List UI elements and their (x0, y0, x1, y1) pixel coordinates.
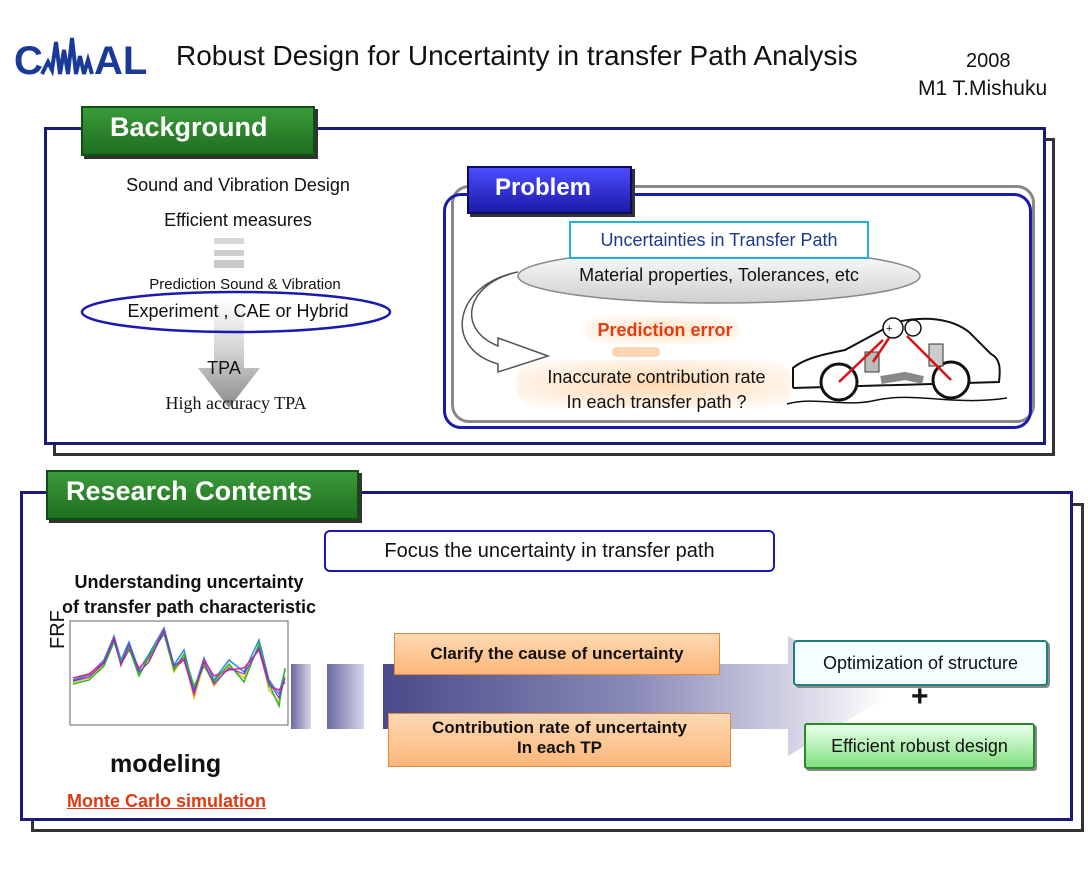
logo-waveform (40, 37, 94, 77)
focus-box: Focus the uncertainty in transfer path (324, 530, 775, 572)
contribution-rate-box: Contribution rate of uncertainty In each… (388, 713, 731, 767)
understanding-line1: Understanding uncertainty (74, 572, 304, 592)
logo-letters-al: AL (94, 39, 147, 83)
background-tab: Background (81, 106, 315, 156)
inaccurate-line2: In each transfer path ? (566, 392, 747, 412)
modeling-label: modeling (110, 750, 222, 778)
problem-tab: Problem (467, 166, 632, 214)
materials-text: Material properties, Tolerances, etc (579, 265, 859, 285)
methods-ellipse (80, 290, 392, 334)
page-title: Robust Design for Uncertainty in transfe… (176, 40, 858, 71)
contribution-line1: Contribution rate of uncertainty (432, 718, 687, 737)
inaccurate-glow (516, 360, 792, 408)
year-label: 2008 (966, 50, 1011, 72)
camal-logo: C AL (14, 37, 147, 83)
car-illustration: + (786, 317, 1008, 405)
understanding-line2: of transfer path characteristic (61, 597, 317, 617)
prediction-sound-vibration: Prediction Sound & Vibration (149, 276, 341, 293)
flow-arrow-down (198, 238, 260, 408)
clarify-cause-box: Clarify the cause of uncertainty (394, 633, 720, 675)
author-label: M1 T.Mishuku (918, 77, 1048, 100)
sound-vibration-design: Sound and Vibration Design (126, 175, 350, 195)
plus-sign: + (911, 680, 929, 713)
logo-letter-c: C (14, 39, 43, 83)
optimization-box: Optimization of structure (793, 640, 1048, 686)
svg-text:+: + (886, 323, 892, 335)
curved-arrow (461, 271, 551, 374)
prediction-error: Prediction error (597, 320, 733, 340)
efficient-robust-box: Efficient robust design (804, 723, 1035, 769)
frf-axis-label: FRF (47, 610, 69, 649)
research-contents-tab: Research Contents (46, 470, 359, 520)
prediction-error-glow (585, 316, 740, 344)
monte-carlo-label: Monte Carlo simulation (67, 791, 267, 811)
methods-text: Experiment , CAE or Hybrid (127, 301, 349, 321)
high-accuracy-tpa: High accuracy TPA (165, 393, 307, 413)
uncertainties-box: Uncertainties in Transfer Path (569, 221, 869, 259)
problem-panel-shadow (451, 185, 1035, 423)
inaccurate-line1: Inaccurate contribution rate (547, 367, 766, 387)
efficient-measures: Efficient measures (164, 210, 312, 230)
contribution-line2: In each TP (516, 738, 603, 757)
tpa-label: TPA (207, 358, 241, 378)
frf-plot (69, 620, 289, 726)
glow-blob (612, 347, 660, 357)
problem-panel (443, 193, 1032, 429)
